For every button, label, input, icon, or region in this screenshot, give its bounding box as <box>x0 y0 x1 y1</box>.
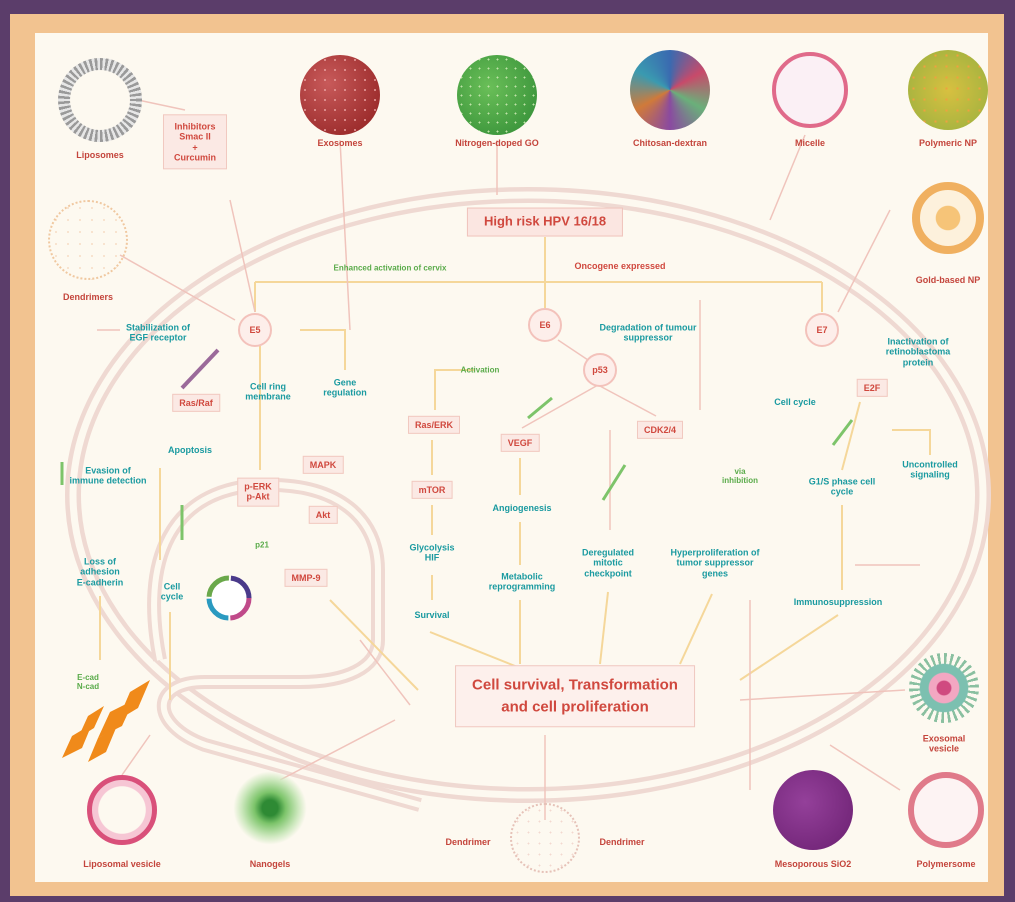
nanoparticle-label: Dendrimers <box>62 291 114 302</box>
note-label: p21 <box>255 540 269 550</box>
nanoparticle-label: Mesoporous SiO2 <box>774 858 852 869</box>
nanoparticle-label: Nitrogen-doped GO <box>455 137 539 148</box>
dendrimer-icon <box>510 803 580 873</box>
effect-label: Stabilization of EGF receptor <box>126 322 190 343</box>
nanoparticle-label: Exosomal vesicle <box>922 733 966 754</box>
page-title: High risk HPV 16/18 <box>466 207 624 237</box>
molecule-box: p-ERK p-Akt <box>237 477 279 507</box>
dendrimer-icon <box>48 200 128 280</box>
effect-label: Inactivation of retinoblastoma protein <box>885 336 951 368</box>
inhibitor-box: Inhibitors Smac II + Curcumin <box>162 114 228 170</box>
effect-label: Deregulated mitotic checkpoint <box>581 547 635 579</box>
molecule-box: mTOR <box>411 480 453 500</box>
note-label: E-cad N-cad <box>76 672 100 691</box>
dna-fragments-icon <box>62 680 150 762</box>
nanogel-icon <box>233 771 307 845</box>
outcome-box: Cell survival, Transformation and cell p… <box>455 665 695 727</box>
nanoparticle-label: Polymersome <box>916 858 976 869</box>
e5-node: E5 <box>238 313 272 347</box>
effect-label: Glycolysis HIF <box>409 542 455 563</box>
polymeric-np-icon <box>908 50 988 130</box>
nanoparticle-label: Nanogels <box>249 858 291 869</box>
polymersome-icon <box>908 772 984 848</box>
effect-label: Immunosuppression <box>793 596 883 607</box>
nanoparticle-label: Gold-based NP <box>915 274 981 285</box>
nanoparticle-label: Dendrimer <box>599 836 645 847</box>
effect-label: Angiogenesis <box>492 502 552 513</box>
micelle-icon <box>772 52 848 128</box>
vesicle-icon <box>909 653 979 723</box>
effect-label: Cell cycle <box>160 581 184 602</box>
e7-node: E7 <box>805 313 839 347</box>
effect-label: Hyperproliferation of tumor suppressor g… <box>670 547 760 579</box>
e6-node: E6 <box>528 308 562 342</box>
liposome-icon <box>87 775 157 845</box>
effect-label: G1/S phase cell cycle <box>808 476 876 497</box>
effect-label: Uncontrolled signaling <box>902 459 958 480</box>
silica-np-icon <box>773 770 853 850</box>
nanoparticle-label: Liposomal vesicle <box>83 858 161 869</box>
nanoparticle-label: Dendrimer <box>445 836 491 847</box>
p53-node: p53 <box>583 353 617 387</box>
molecule-box: VEGF <box>500 433 540 453</box>
exosome-icon <box>300 55 380 135</box>
cell-cycle-ring-icon <box>206 575 252 621</box>
nanoparticle-label: Chitosan-dextran <box>632 137 708 148</box>
effect-label: Apoptosis <box>168 444 212 455</box>
effect-label: Cell ring membrane <box>245 381 291 402</box>
note-label: via inhibition <box>722 466 758 485</box>
activation-label: Enhanced activation of cervix <box>333 263 447 273</box>
molecule-box: E2F <box>856 378 888 398</box>
gold-np-icon <box>912 182 984 254</box>
effect-label: Metabolic reprogramming <box>488 571 556 592</box>
effect-label: Loss of adhesion E-cadherin <box>76 556 124 588</box>
expression-label: Oncogene expressed <box>574 260 666 271</box>
molecule-box: Akt <box>308 505 338 525</box>
molecule-box: Ras/Raf <box>172 393 220 413</box>
molecule-box: MAPK <box>302 455 344 475</box>
effect-label: Evasion of immune detection <box>69 465 147 486</box>
nanoparticle-label: Polymeric NP <box>918 137 978 148</box>
effect-label: Cell cycle <box>774 396 816 407</box>
molecule-box: MMP-9 <box>284 568 328 588</box>
liposome-icon <box>58 58 142 142</box>
molecule-box: CDK2/4 <box>636 420 684 440</box>
polymer-icon <box>630 50 710 130</box>
effect-label: Degradation of tumour suppressor <box>599 322 697 343</box>
nanoparticle-label: Micelle <box>794 137 826 148</box>
nanoparticle-label: Exosomes <box>317 137 363 148</box>
molecule-box: Ras/ERK <box>407 415 461 435</box>
note-label: Activation <box>460 365 500 375</box>
effect-label: Survival <box>414 609 450 620</box>
nanoparticle-label: Liposomes <box>76 149 124 160</box>
effect-label: Gene regulation <box>323 377 367 398</box>
graphene-oxide-icon <box>457 55 537 135</box>
